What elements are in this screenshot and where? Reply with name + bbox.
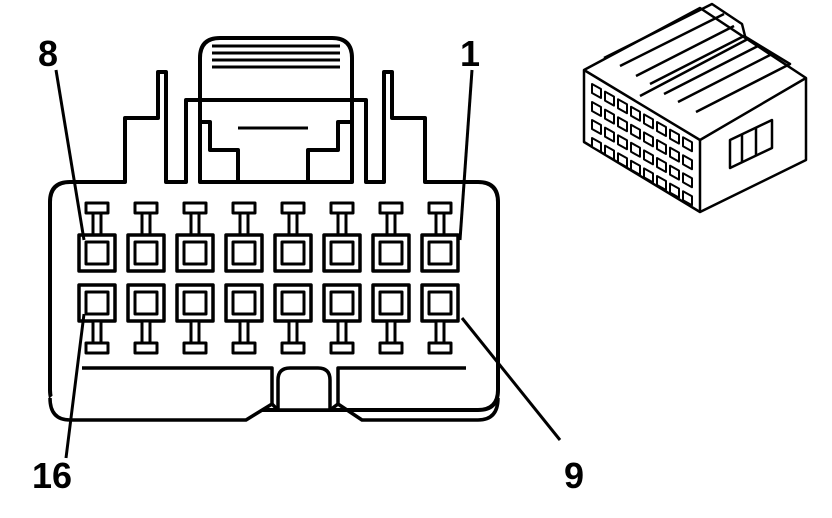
cavity-top — [371, 201, 411, 273]
iso-cavity — [682, 136, 693, 153]
leader-pin-16 — [64, 313, 86, 459]
iso-cavity — [682, 154, 693, 171]
iso-cavity — [604, 126, 615, 143]
iso-cavity — [630, 105, 641, 122]
iso-cavity — [604, 108, 615, 125]
pin-cavities — [77, 201, 460, 355]
cavity-bottom — [420, 283, 460, 355]
iso-cavity — [630, 159, 641, 176]
cavity-top — [175, 201, 215, 273]
iso-cavity — [591, 137, 602, 153]
cavity-top — [420, 201, 460, 273]
cavity-bottom — [322, 283, 362, 355]
cavity-bottom — [273, 283, 313, 355]
latch-ribs — [212, 44, 340, 69]
iso-cavity — [669, 146, 680, 163]
leader-pin-8 — [54, 69, 86, 241]
iso-body — [582, 6, 808, 214]
iso-cavity — [591, 101, 602, 117]
iso-cavity — [656, 175, 667, 191]
iso-cavity — [656, 157, 667, 173]
key-notch — [276, 366, 332, 410]
iso-cavity — [617, 134, 628, 151]
iso-cavity — [669, 182, 680, 199]
connector-isometric-view — [582, 2, 808, 214]
cavity-bottom — [224, 283, 264, 355]
cavity-top — [77, 201, 117, 273]
iso-cavity — [643, 167, 654, 184]
label-pin-9: 9 — [564, 455, 584, 496]
iso-cavity — [617, 98, 628, 115]
iso-cavity — [643, 131, 654, 148]
iso-cavity — [643, 113, 654, 130]
iso-cavity — [630, 123, 641, 140]
leader-lines — [54, 69, 562, 459]
latch-body — [194, 98, 358, 192]
iso-cavity — [682, 172, 693, 189]
label-pin-16: 16 — [32, 455, 72, 496]
iso-side-window — [728, 118, 774, 170]
iso-cavity — [630, 141, 641, 158]
iso-cavity — [617, 152, 628, 169]
cavity-bottom — [175, 283, 215, 355]
iso-cavity — [591, 83, 602, 99]
cavity-top — [322, 201, 362, 273]
iso-cavity — [669, 164, 680, 181]
cavity-top — [273, 201, 313, 273]
iso-cavity — [591, 119, 602, 135]
iso-cavity — [656, 121, 667, 137]
leader-pin-9 — [460, 317, 562, 441]
label-pin-8: 8 — [38, 33, 58, 74]
leader-pin-1 — [458, 69, 474, 241]
iso-pin-cavities — [591, 83, 693, 207]
cavity-top — [224, 201, 264, 273]
iso-cavity — [604, 144, 615, 161]
iso-cavity — [617, 116, 628, 133]
iso-cavity — [656, 139, 667, 155]
connector-face-view — [48, 36, 500, 422]
label-pin-1: 1 — [460, 33, 480, 74]
iso-cavity — [604, 90, 615, 107]
iso-cavity — [682, 190, 693, 207]
housing-key-contour — [48, 366, 274, 422]
cavity-bottom — [371, 283, 411, 355]
iso-cavity — [643, 149, 654, 166]
cavity-top — [126, 201, 166, 273]
cavity-bottom — [126, 283, 166, 355]
iso-cavity — [669, 128, 680, 145]
